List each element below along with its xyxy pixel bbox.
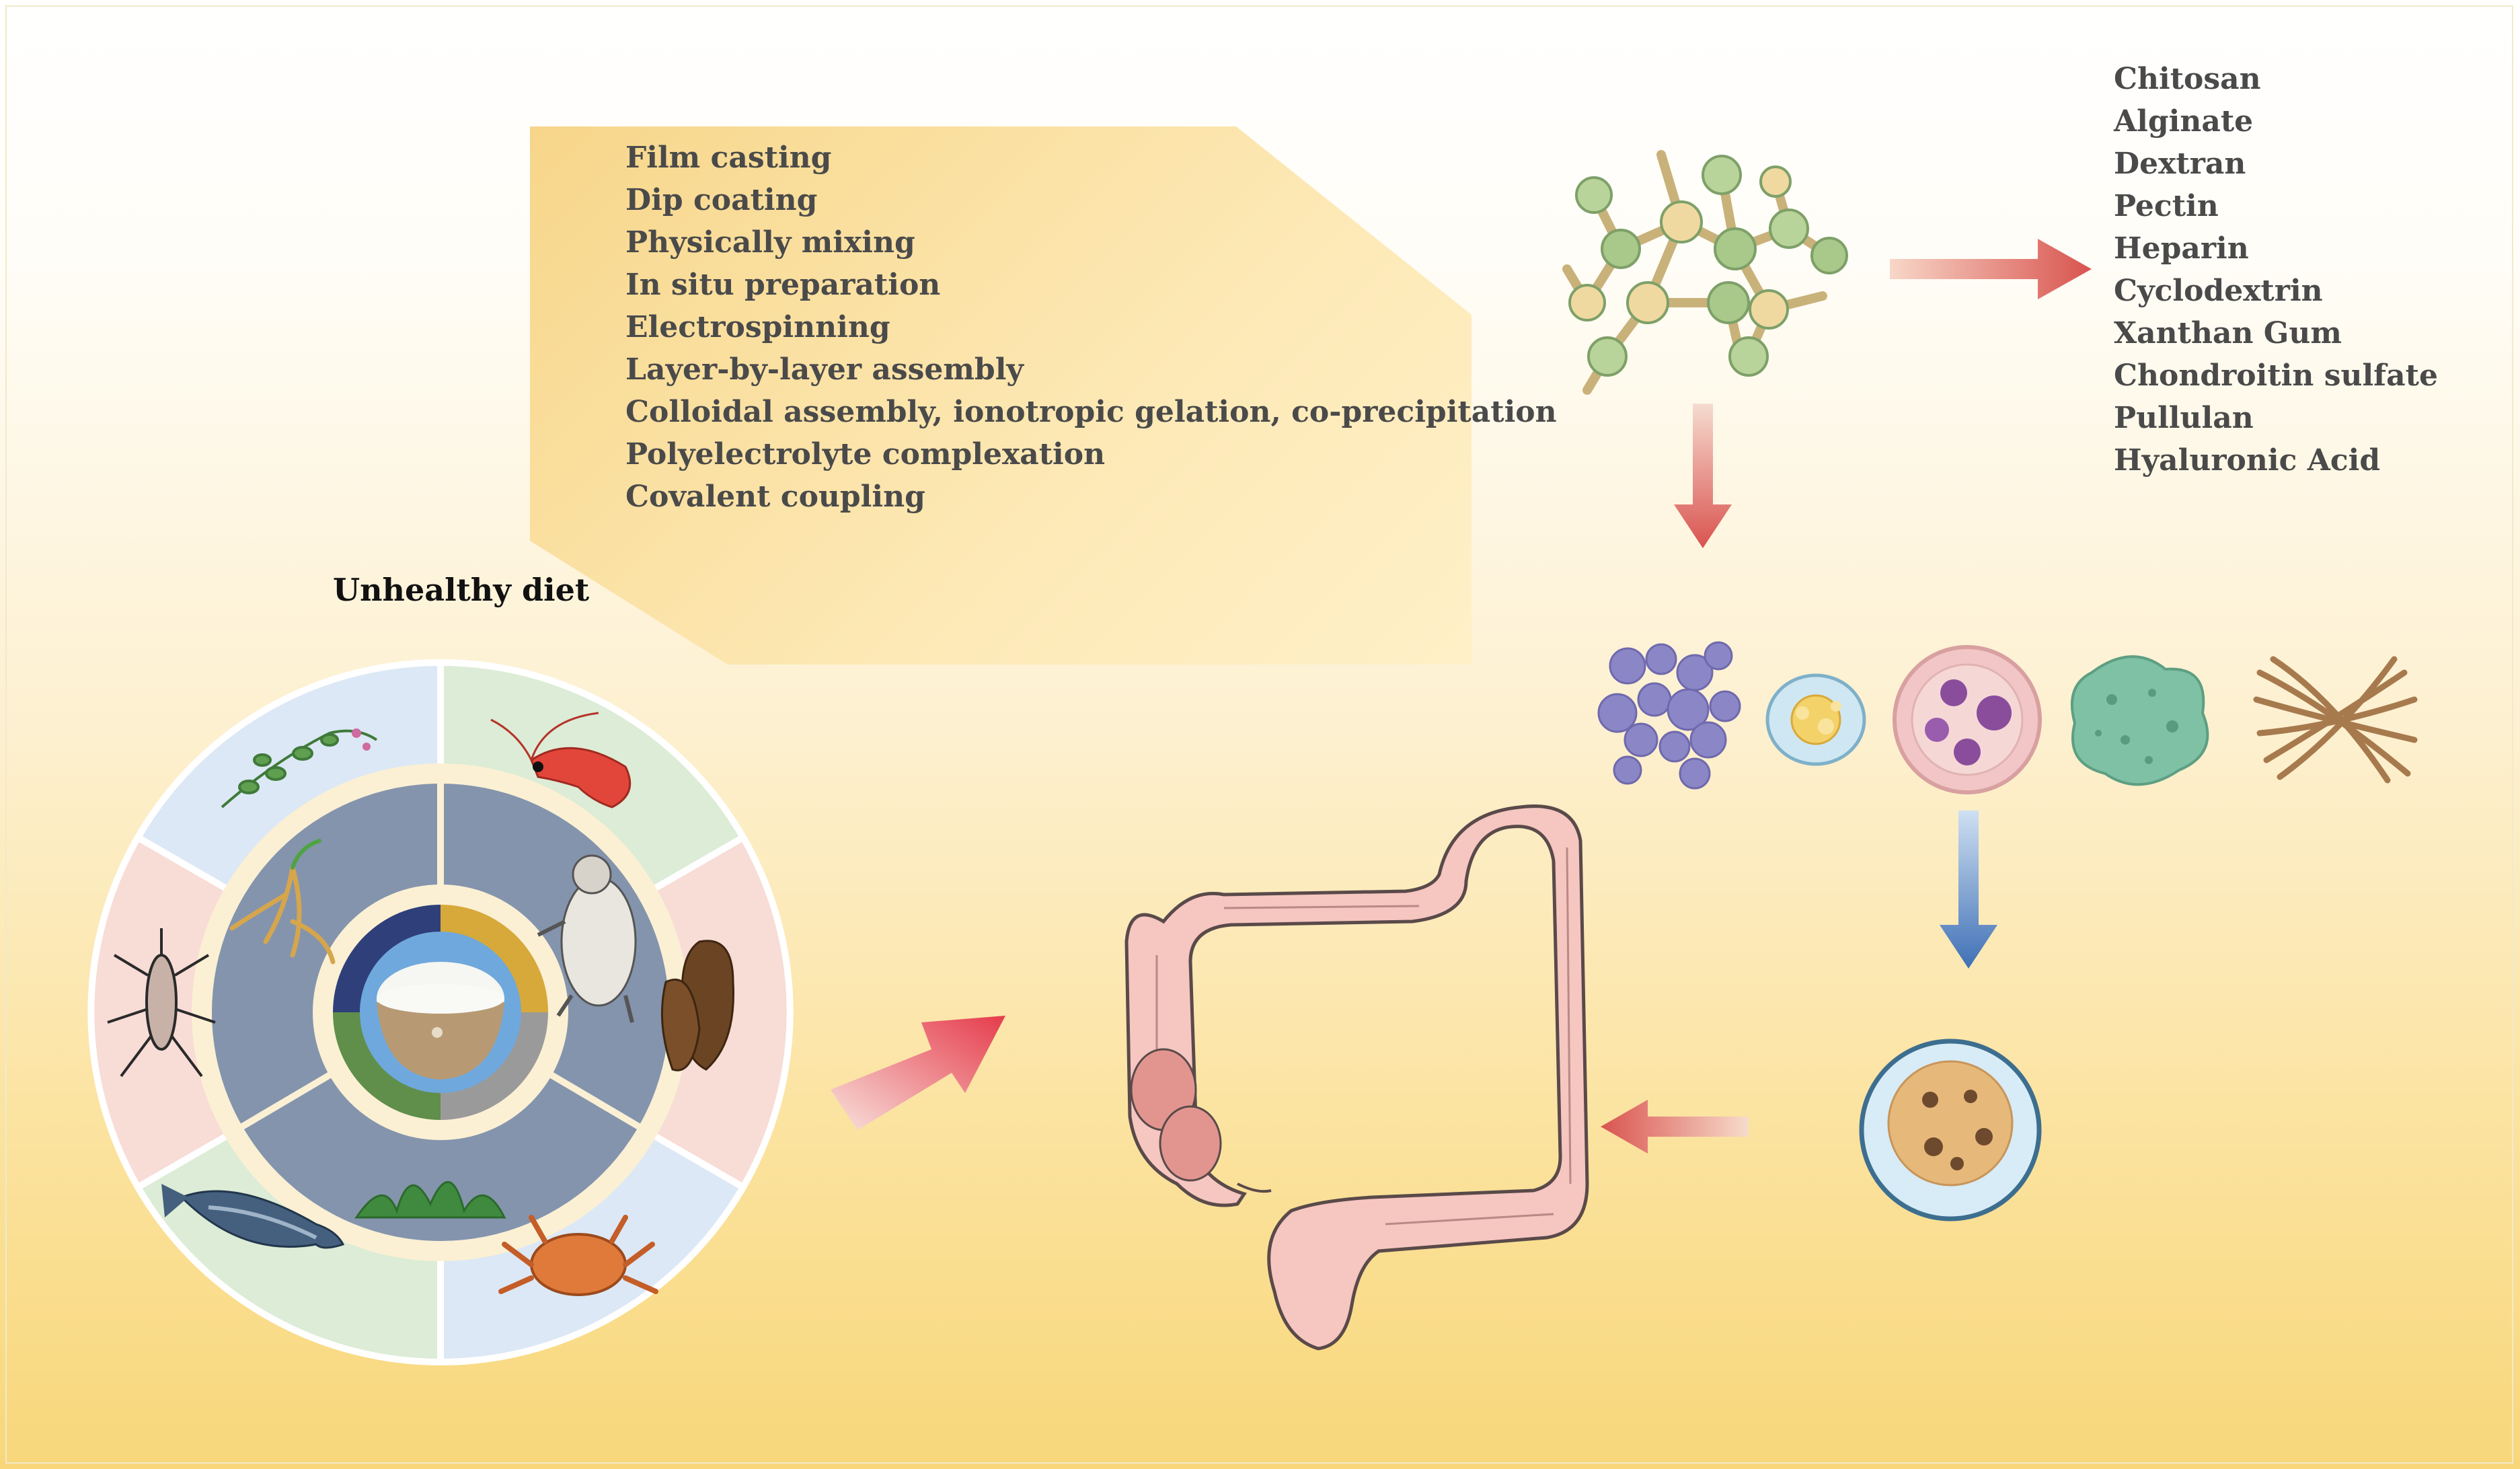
arrow-right-icon [1890,239,2092,299]
polysaccharide-list: Chitosan Alginate Dextran Pectin Heparin… [2114,58,2438,482]
nanosphere-cluster-icon [1597,641,1741,790]
colon-icon [1124,804,1589,1351]
figure-frame [5,5,2513,1464]
methods-list: Film casting Dip coating Physically mixi… [625,137,1557,518]
polysaccharide-item: Heparin [2114,231,2249,266]
nanoparticles-icon [1597,641,2418,794]
seaweed-icon [354,1181,506,1219]
method-item: Polyelectrolyte complexation [625,437,1106,472]
hydrogel-icon [2070,655,2209,786]
polysaccharide-item: Dextran [2114,147,2246,181]
diet-wheel [87,658,794,1366]
method-item: Layer-by-layer assembly [625,352,1024,387]
method-item: In situ preparation [625,268,941,302]
polymer-network-icon [1562,150,1848,395]
polysaccharide-item: Cyclodextrin [2114,274,2323,308]
arrow-diagonal-icon [831,1016,1005,1130]
method-item: Electrospinning [625,310,890,344]
arrow-down-icon [1674,404,1732,548]
insect-icon [107,928,216,1078]
method-item: Film casting [625,141,832,175]
fish-icon [161,1184,345,1249]
polysaccharide-item: Pullulan [2114,401,2254,435]
method-item: Dip coating [625,183,818,217]
sea-cucumber-icon [660,940,734,1071]
method-item: Covalent coupling [625,480,925,514]
polysaccharide-item: Pectin [2114,189,2219,223]
polysaccharide-item: Chondroitin sulfate [2114,359,2438,393]
method-item: Physically mixing [625,225,915,260]
encapsulated-particle-icon [1859,1039,2042,1221]
nanofiber-icon [2253,656,2418,784]
microcapsule-icon [1893,645,2042,794]
polysaccharide-item: Alginate [2114,104,2254,139]
ginseng-icon [229,839,336,965]
arrow-left-icon [1601,1100,1749,1154]
shrimp-icon [490,712,632,808]
arrow-down-blue-icon [1940,811,1997,969]
polysaccharide-item: Chitosan [2114,62,2261,96]
method-item: Colloidal assembly, ionotropic gelation,… [625,395,1557,429]
nanoemulsion-icon [1765,673,1866,766]
polysaccharide-item: Hyaluronic Acid [2114,443,2381,478]
methods-panel [530,126,1472,665]
rice-bowl-icon [377,962,504,1080]
herb-icon [221,728,378,808]
diet-title: Unhealthy diet [333,572,590,608]
crab-icon [498,1215,658,1296]
animal-icon [537,854,637,1023]
polysaccharide-item: Xanthan Gum [2114,316,2342,350]
